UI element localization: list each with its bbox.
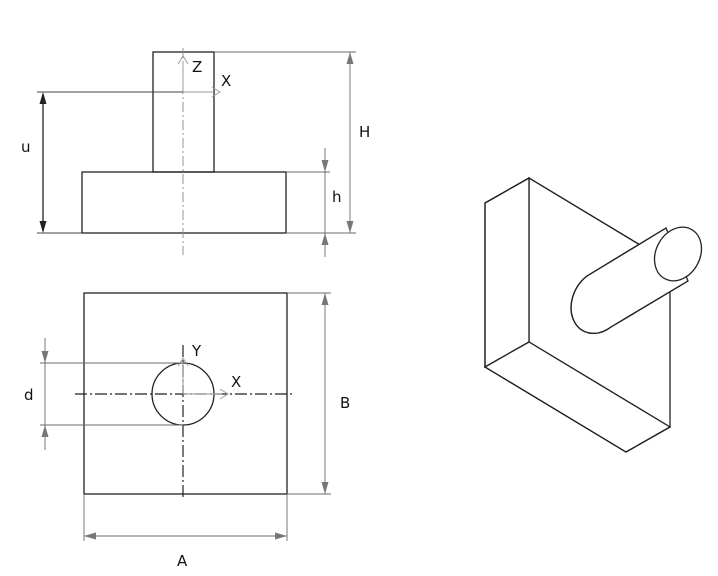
iso-cylinder [570,226,703,334]
iso-plate-top-edges [484,177,671,264]
dim-d-label: d [24,386,34,404]
dimension-H: H [214,51,370,234]
top-view-axes: Y X [177,342,241,400]
front-axis-z-label: Z [192,58,202,76]
dimension-h: h [286,148,342,257]
dimension-d: d [24,338,183,450]
dim-u-label: u [21,138,31,156]
iso-cylinder-end-face [653,226,703,282]
top-axis-y-label: Y [191,342,202,360]
dim-h-label: h [332,188,342,206]
iso-plate-left-face [484,176,530,369]
dimension-B: B [287,292,350,495]
dim-A-label: A [177,552,188,570]
iso-plate-outer-edges [484,203,671,453]
front-axis-x-label: X [221,72,231,90]
front-view-stem [152,51,215,173]
dim-H-label: H [359,123,370,141]
front-view: Z X u H h [21,48,370,257]
front-view-base [81,171,287,234]
front-view-axes: Z X [177,55,231,98]
dim-B-label: B [340,394,350,412]
isometric-view [483,176,703,453]
top-view: Y X d B A [24,292,350,570]
iso-cylinder-base-edge [570,275,612,334]
dimension-u: u [21,91,183,234]
dimension-A: A [83,494,288,570]
top-axis-x-label: X [231,373,241,391]
